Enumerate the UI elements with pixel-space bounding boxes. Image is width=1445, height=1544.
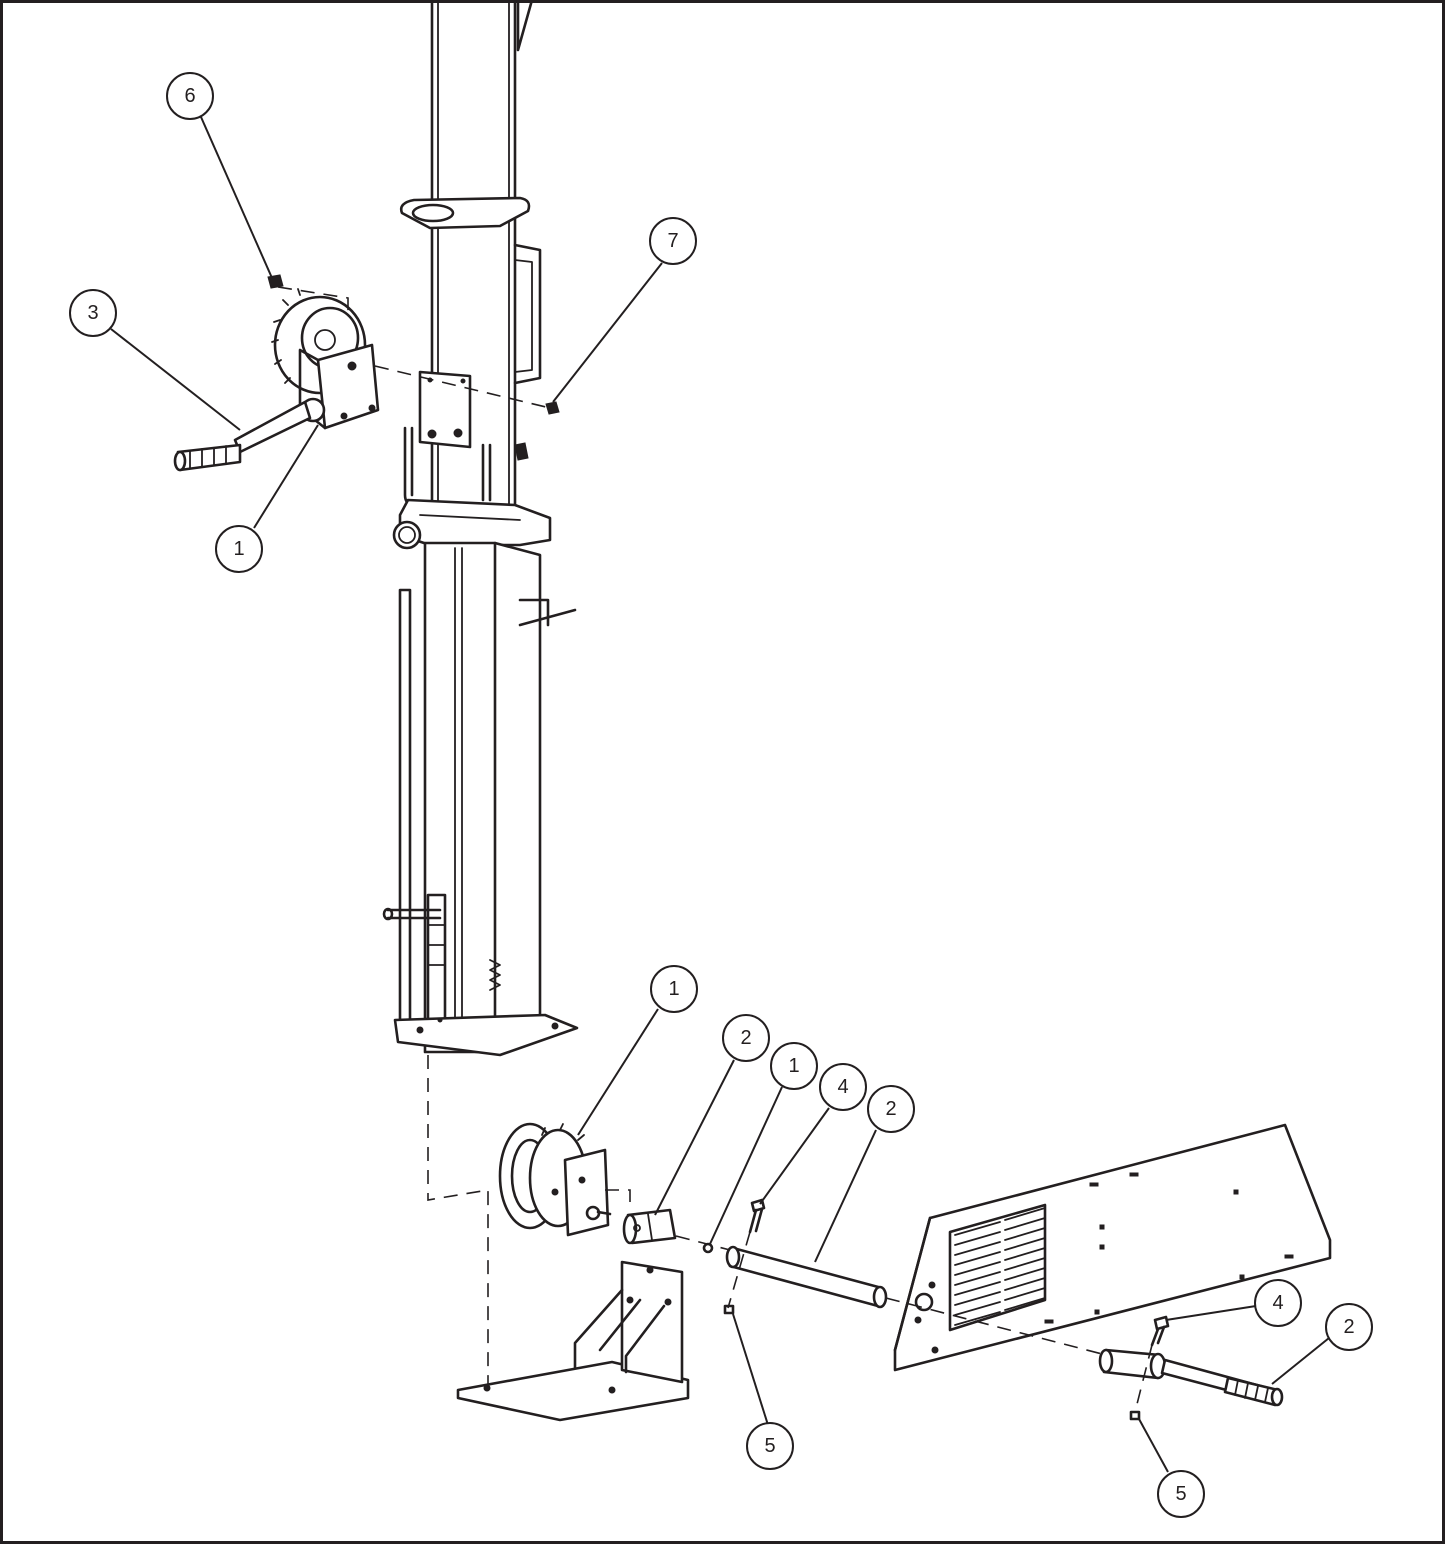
callout-3-top: 3 [69, 289, 117, 337]
callout-4-bolt: 4 [819, 1063, 867, 1111]
callout-label: 5 [764, 1435, 775, 1457]
crank-handle-part [1098, 1348, 1284, 1407]
callout-6-top: 6 [166, 72, 214, 120]
callout-label: 1 [668, 978, 679, 1000]
callout-label: 2 [1343, 1316, 1354, 1338]
cover-panel [893, 1123, 1332, 1372]
callout-1-lower-winch: 1 [650, 965, 698, 1013]
callout-label: 1 [233, 538, 244, 560]
callout-2-tube: 2 [867, 1085, 915, 1133]
upper-winch-assembly [173, 288, 380, 472]
callout-2-sleeve: 2 [722, 1014, 770, 1062]
callout-label: 5 [1175, 1483, 1186, 1505]
callout-5-nut: 5 [746, 1422, 794, 1470]
tube-part [725, 1245, 888, 1309]
callout-label: 7 [667, 230, 678, 252]
callout-label: 2 [885, 1098, 896, 1120]
base-bracket [456, 1260, 690, 1422]
callout-1-top: 1 [215, 525, 263, 573]
bolts [748, 1198, 1170, 1347]
callout-7-top: 7 [649, 217, 697, 265]
lower-winch-assembly [498, 1122, 612, 1237]
upper-assembly-lines [277, 286, 551, 409]
sleeve-part [622, 1208, 677, 1245]
lower-assembly-lines [427, 1055, 1153, 1413]
leader-lines [110, 116, 1330, 1473]
callout-4-bolt-right: 4 [1254, 1279, 1302, 1327]
upper-hardware [267, 274, 560, 461]
mast-assembly [382, 0, 579, 1057]
callout-2-handle-right: 2 [1325, 1303, 1373, 1351]
callout-label: 4 [1272, 1292, 1283, 1314]
callout-label: 2 [740, 1027, 751, 1049]
callout-label: 3 [87, 302, 98, 324]
callout-5-nut-right: 5 [1157, 1470, 1205, 1518]
louver-vents [948, 1203, 1047, 1332]
callout-1-washer: 1 [770, 1042, 818, 1090]
callout-label: 1 [788, 1055, 799, 1077]
callout-label: 6 [184, 85, 195, 107]
callout-label: 4 [837, 1076, 848, 1098]
